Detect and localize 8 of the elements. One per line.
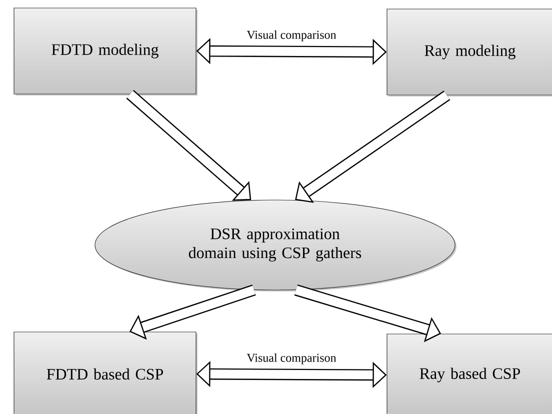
hollow-arrow bbox=[295, 90, 450, 203]
edge-label: Visual comparison bbox=[246, 352, 338, 366]
hollow-arrow bbox=[126, 90, 252, 201]
process-box: FDTD based CSP bbox=[14, 332, 198, 414]
process-box: FDTD modeling bbox=[14, 8, 198, 96]
process-box: Ray based CSP bbox=[386, 334, 552, 414]
edge-label: Visual comparison bbox=[246, 29, 338, 42]
process-box: Ray modeling bbox=[386, 8, 552, 96]
